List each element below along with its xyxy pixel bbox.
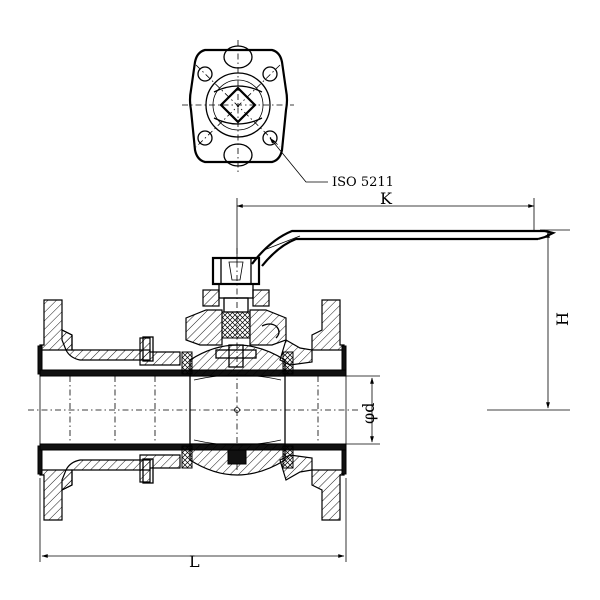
left-body — [37, 299, 181, 521]
bolt-hole — [262, 66, 278, 82]
dimension-h-label: H — [553, 312, 572, 326]
dimension-d — [346, 375, 380, 445]
bore — [28, 369, 360, 451]
dimension-k-label: K — [380, 189, 393, 208]
dimension-l — [39, 478, 347, 562]
top-flange-view — [182, 40, 328, 183]
bolt-hole — [197, 66, 213, 82]
dimension-l-label: L — [189, 552, 200, 571]
stem-assembly — [185, 248, 287, 470]
dimension-d-label: φd — [359, 403, 378, 424]
dimension-h — [487, 229, 570, 411]
ball — [181, 344, 294, 476]
bolt-hole — [262, 130, 278, 146]
right-body — [279, 299, 347, 521]
iso-label: ISO 5211 — [332, 175, 394, 190]
bolt-hole — [197, 130, 213, 146]
handle-lever — [251, 229, 557, 267]
iso-leader-line — [269, 137, 328, 183]
